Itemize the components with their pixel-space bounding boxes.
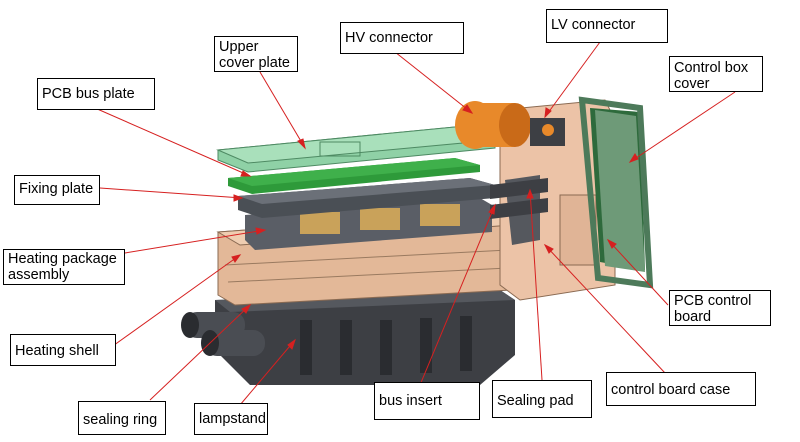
label-bus-insert: bus insert	[374, 382, 480, 420]
leader-lines	[94, 41, 736, 406]
label-pcb-control-board: PCB control board	[669, 290, 771, 326]
lampstand-base	[215, 290, 515, 385]
pcb-bus-plate-part	[228, 158, 480, 194]
label-heating-shell: Heating shell	[10, 334, 116, 366]
label-upper-cover-plate: Upper cover plate	[214, 36, 298, 72]
label-hv-connector: HV connector	[340, 22, 464, 54]
lv-connector-part	[530, 118, 565, 146]
label-sealing-ring: sealing ring	[78, 401, 166, 435]
label-control-board-case: control board case	[606, 372, 756, 406]
coolant-pipes	[181, 312, 265, 356]
label-lv-connector: LV connector	[546, 9, 668, 43]
label-pcb-bus-plate: PCB bus plate	[37, 78, 155, 110]
label-heating-package-assembly: Heating package assembly	[3, 249, 125, 285]
label-control-box-cover: Control box cover	[669, 56, 763, 92]
label-lampstand: lampstand	[194, 403, 268, 435]
label-sealing-pad: Sealing pad	[492, 380, 592, 418]
hv-connector-part	[455, 101, 531, 149]
fixing-plate-part	[238, 178, 495, 218]
upper-cover-plate-part	[216, 125, 497, 173]
sealing-pad-part	[490, 178, 548, 219]
label-fixing-plate: Fixing plate	[14, 175, 100, 205]
